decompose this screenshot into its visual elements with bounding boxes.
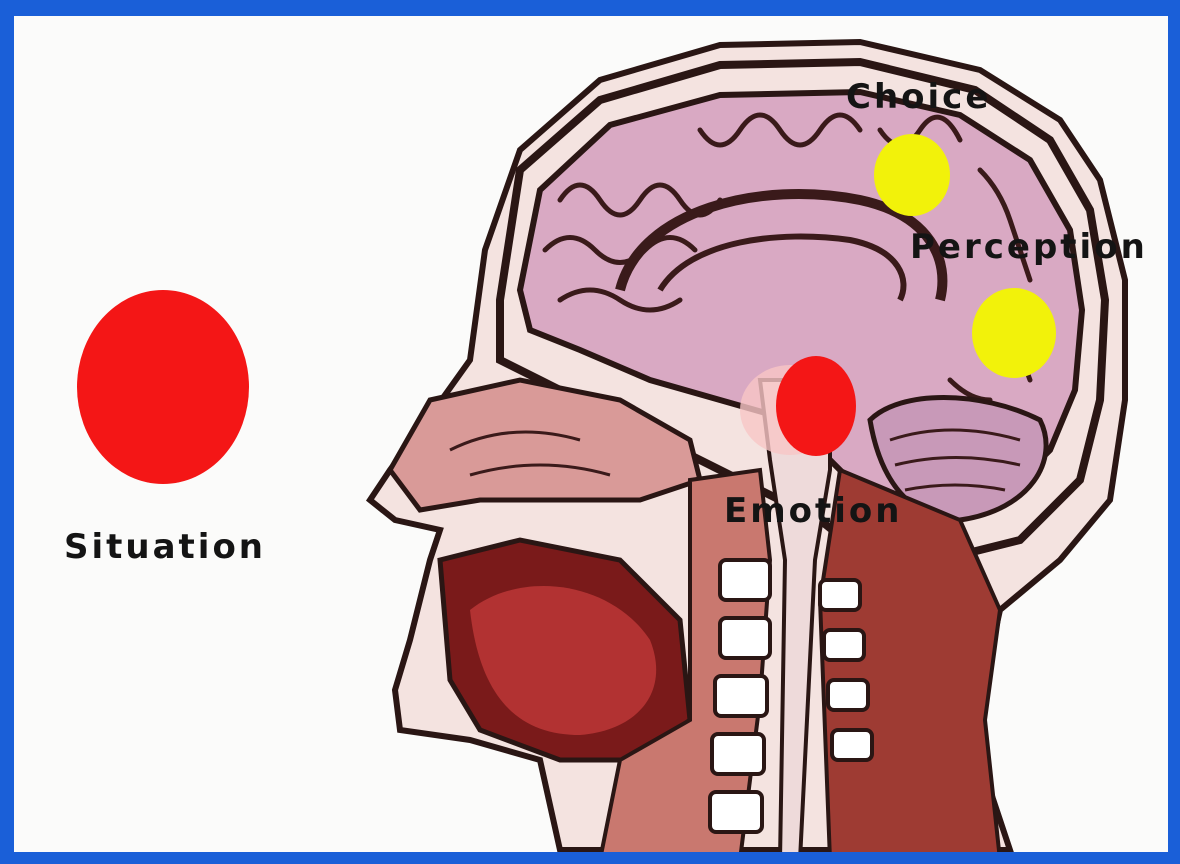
emotion-label: Emotion <box>724 494 902 528</box>
situation-marker <box>77 290 249 484</box>
perception-marker <box>972 288 1056 378</box>
emotion-marker <box>776 356 856 456</box>
situation-label: Situation <box>64 530 266 564</box>
diagram-canvas: Situation Choice Perception Emotion <box>14 16 1168 852</box>
perception-label: Perception <box>910 230 1148 264</box>
choice-marker <box>874 134 950 216</box>
choice-label: Choice <box>846 80 991 114</box>
